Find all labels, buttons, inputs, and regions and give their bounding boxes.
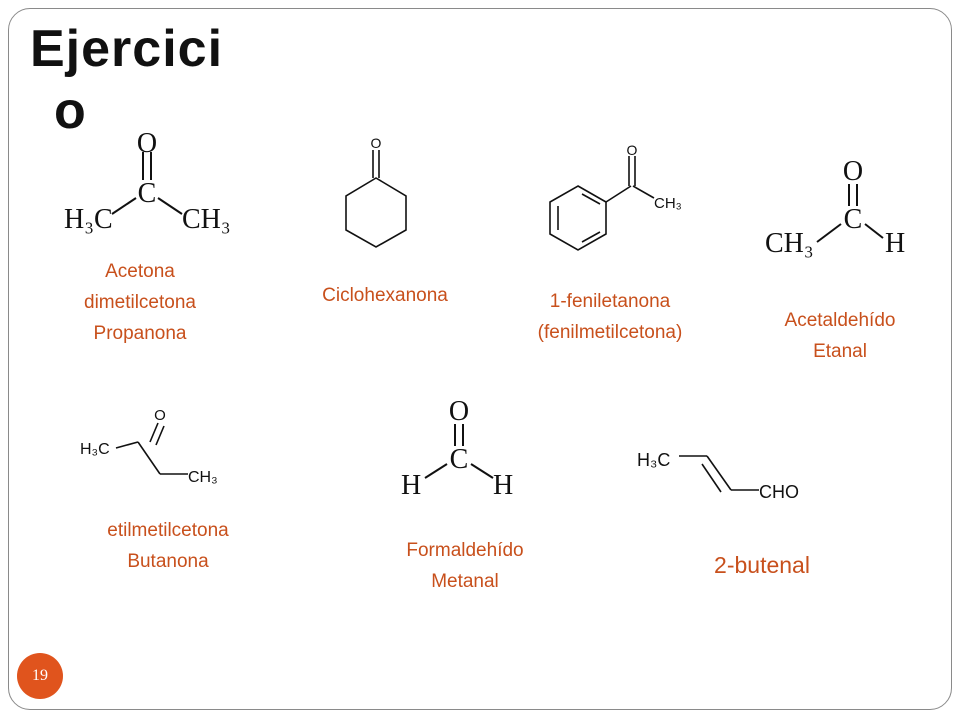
formaldehyde-structure: O C H H [401,396,513,501]
formaldehyde-names: Formaldehído Metanal [365,535,565,597]
compound-name: 1-feniletanona [549,291,671,312]
h3c-label: H₃C [64,204,113,235]
oxygen-label: O [449,396,469,427]
h-label: H [401,470,421,501]
cyclohexanone-structure: O [345,135,407,248]
oxygen-label: O [137,128,157,159]
ch3-label: CH₃ [182,204,231,235]
carbon-label: C [844,204,863,235]
compound-name: dimetilcetona [84,292,196,313]
compound-name: Acetaldehído [784,310,896,331]
carbon-label: C [450,444,469,475]
slide-frame [8,8,952,710]
h3c-label: H₃C [637,450,670,470]
butenal-names: 2-butenal [662,550,862,581]
page-number-badge: 19 [17,653,63,699]
compound-name: Formaldehído [406,540,524,561]
acetone-structure: O C H₃C CH₃ [64,128,231,235]
h-label: H [493,470,513,501]
compound-name: Ciclohexanona [322,285,448,306]
title-line-2: o [54,82,87,140]
compound-name: Metanal [431,571,499,592]
oxygen-label: O [627,142,638,158]
compound-name: 2-butenal [714,552,810,578]
compound-name: Propanona [93,323,187,344]
acetaldehyde-names: Acetaldehído Etanal [740,305,940,367]
acetaldehyde-structure: O C CH₃ H [765,156,905,259]
ch3-label: CH₃ [654,195,682,212]
oxygen-label: O [154,407,166,424]
h3c-label: H₃C [80,441,110,458]
acetone-names: Acetona dimetilcetona Propanona [40,256,240,349]
slide-title: Ejercici o [30,18,230,142]
compound-name: (fenilmetilcetona) [537,322,683,343]
compound-name: Etanal [813,341,867,362]
butenal-structure: H₃C CHO [637,450,799,502]
carbon-label: C [138,178,157,209]
ch3-label: CH₃ [188,469,218,486]
title-line-1: Ejercici [30,20,224,78]
butanone-names: etilmetilcetona Butanona [68,515,268,577]
cyclohexanone-names: Ciclohexanona [290,280,480,311]
butanone-structure: O H₃C CH₃ [80,407,218,486]
compound-name: etilmetilcetona [107,520,229,541]
ch3-label: CH₃ [765,228,814,259]
oxygen-label: O [843,156,863,187]
compound-name: Butanona [127,551,209,572]
acetophenone-structure: O CH₃ [549,142,682,251]
acetophenone-names: 1-feniletanona (fenilmetilcetona) [505,286,715,348]
compound-name: Acetona [105,261,175,282]
cho-label: CHO [759,482,799,502]
h-label: H [885,228,905,259]
oxygen-label: O [371,135,382,151]
